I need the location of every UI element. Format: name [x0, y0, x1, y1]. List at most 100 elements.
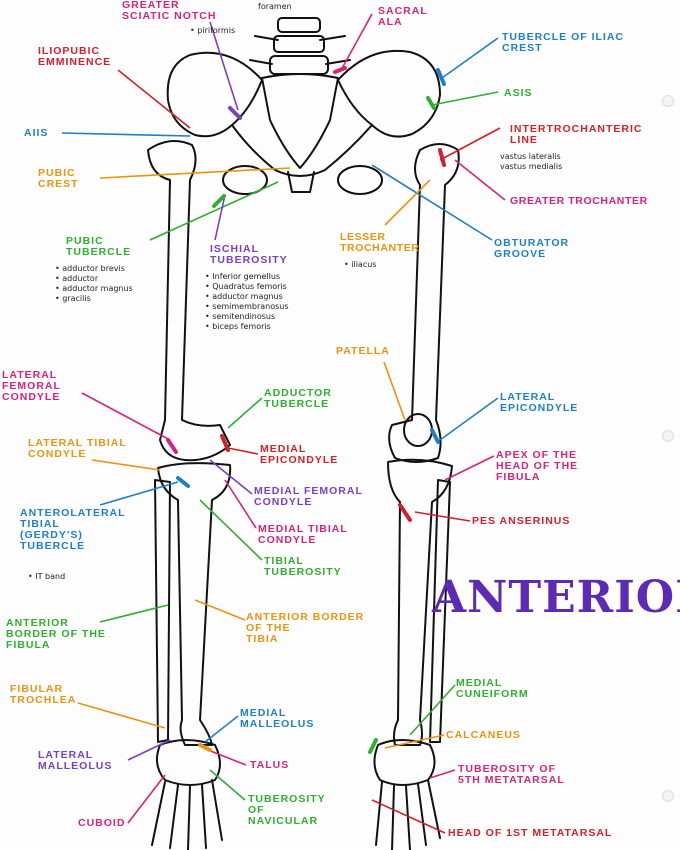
label-tibial-tuberosity: TIBIAL TUBEROSITY [264, 555, 342, 578]
punch-hole [662, 790, 674, 802]
label-asis: ASIS [504, 87, 533, 99]
lumbar-spine [249, 17, 351, 75]
leader-medial-tibial [224, 479, 257, 529]
leader-pubic-crest [99, 167, 291, 179]
leader-lesser-trochanter [384, 179, 431, 226]
label-lateral-malleolus: LATERAL MALLEOLUS [38, 749, 113, 772]
leader-cuboid [127, 774, 166, 824]
leader-iliac-tubercle [441, 37, 499, 79]
note-gerdys: • IT band [28, 572, 66, 581]
leader-sacral-ala [339, 13, 373, 73]
label-greater-trochanter: GREATER TROCHANTER [510, 195, 648, 207]
label-tuberosity-5th-metatarsal: TUBEROSITY OF 5TH METATARSAL [458, 763, 565, 786]
label-adductor-tubercle: ADDUCTOR TUBERCLE [264, 387, 332, 410]
ilium-left-side [337, 49, 441, 138]
label-patella: PATELLA [336, 345, 390, 357]
label-medial-epicondyle: MEDIAL EPICONDYLE [260, 443, 339, 466]
femur-right-side [147, 140, 231, 462]
highlight-marks [166, 66, 446, 754]
note-piriformis: • piriformis [190, 26, 236, 35]
label-tuberosity-navicular: TUBEROSITY OF NAVICULAR [248, 793, 326, 827]
leader-medial-femoral [209, 459, 253, 495]
label-pubic-crest: PUBIC CREST [38, 167, 79, 190]
note-lesser-trochanter: • iliacus [344, 260, 377, 269]
leader-pubic-tubercle [149, 181, 279, 241]
punch-hole [662, 95, 674, 107]
leader-lateral-malleolus [127, 739, 171, 761]
note-ischial-tuberosity: • Inferior gemellus • Quadratus femoris … [205, 272, 289, 331]
leader-ant-border-tibia [194, 599, 246, 621]
label-ischial-tuberosity: ISCHIAL TUBEROSITY [210, 243, 288, 266]
sacrum [261, 73, 339, 169]
label-lateral-femoral-condyle: LATERAL FEMORAL CONDYLE [2, 369, 61, 403]
tibia-left-side [387, 458, 453, 746]
pubic-symphysis [287, 171, 315, 193]
leader-gerdys [99, 481, 179, 506]
label-sacral-ala: SACRAL ALA [378, 5, 428, 28]
tibia-right-side [157, 462, 232, 746]
leader-5th-metatarsal [429, 769, 456, 779]
label-lateral-tibial-condyle: LATERAL TIBIAL CONDYLE [28, 437, 127, 460]
label-pes-anserinus: PES ANSERINUS [472, 515, 571, 527]
label-intertrochanteric-line: INTERTROCHANTERIC LINE [510, 123, 643, 146]
leader-intertrochanteric [439, 127, 501, 161]
label-lesser-trochanter: LESSER TROCHANTER [340, 231, 420, 254]
foot-right-side [151, 739, 223, 850]
leader-talus [207, 749, 247, 766]
femur-left-side [388, 143, 460, 463]
leader-obturator [371, 164, 493, 241]
leader-tibial-tuberosity [199, 499, 263, 561]
patella-left-side [403, 413, 433, 447]
leader-ischial [214, 194, 226, 241]
leader-ant-border-fibula [99, 604, 169, 623]
label-iliopubic-eminence: ILIOPUBIC EMMINENCE [38, 45, 112, 68]
label-anterolateral-tibial-tubercle: ANTEROLATERAL TIBIAL (GERDY'S) TUBERCLE [20, 507, 126, 552]
label-head-1st-metatarsal: HEAD OF 1ST METATARSAL [448, 827, 613, 839]
note-intertrochanteric: vastus lateralis vastus medialis [500, 152, 563, 171]
label-lateral-epicondyle: LATERAL EPICONDYLE [500, 391, 579, 414]
label-talus: TALUS [250, 759, 290, 771]
leader-pes [414, 511, 471, 522]
leader-lateral-femoral [81, 392, 171, 441]
label-tubercle-iliac-crest: TUBERCLE OF ILIAC CREST [502, 31, 624, 54]
leader-asis [431, 91, 499, 106]
label-anterior-border-fibula: ANTERIOR BORDER OF THE FIBULA [6, 617, 106, 651]
leader-fibular-trochlea [77, 702, 166, 729]
leader-adductor [227, 397, 263, 429]
obturator-foramen-right [222, 165, 268, 195]
label-greater-sciatic-notch: GREATER SCIATIC NOTCH [122, 0, 217, 22]
pelvic-inlet [231, 124, 373, 177]
leader-medial-cuneiform [409, 684, 456, 736]
obturator-foramen-left [337, 165, 383, 195]
leader-greater-sciatic [209, 21, 239, 111]
note-pubic-tubercle: • adductor brevis • adductor • adductor … [55, 264, 133, 303]
punch-hole [662, 430, 674, 442]
label-anterior-border-tibia: ANTERIOR BORDER OF THE TIBIA [246, 611, 365, 645]
leader-apex-fibula [444, 455, 495, 481]
leader-medial-malleolus [204, 715, 239, 743]
label-medial-cuneiform: MEDIAL CUNEIFORM [456, 677, 529, 700]
leader-greater-trochanter [454, 159, 506, 201]
page-title: ANTERIOR [432, 572, 680, 623]
label-apex-head-fibula: APEX OF THE HEAD OF THE FIBULA [496, 449, 579, 483]
fibula-left-side [429, 479, 451, 743]
label-medial-femoral-condyle: MEDIAL FEMORAL CONDYLE [254, 485, 363, 508]
leader-lateral-tibial [91, 459, 161, 471]
fibula-right-side [154, 479, 171, 743]
label-medial-malleolus: MEDIAL MALLEOLUS [240, 707, 315, 730]
leader-aiis [61, 132, 191, 137]
label-aiis: AIIS [24, 127, 49, 139]
leader-patella [383, 361, 406, 421]
leader-calcaneus [384, 734, 445, 749]
leader-navicular [209, 769, 246, 801]
label-fibular-trochlea: FIBULAR TROCHLEA [10, 683, 77, 706]
note-sciatic-foramen: foramen [258, 2, 292, 11]
label-calcaneus: CALCANEUS [446, 729, 521, 741]
leader-lines [61, 13, 506, 834]
label-pubic-tubercle: PUBIC TUBERCLE [66, 235, 132, 258]
foot-left-side [373, 739, 441, 850]
leader-1st-metatarsal [371, 799, 446, 834]
leader-iliopubic [117, 69, 191, 129]
